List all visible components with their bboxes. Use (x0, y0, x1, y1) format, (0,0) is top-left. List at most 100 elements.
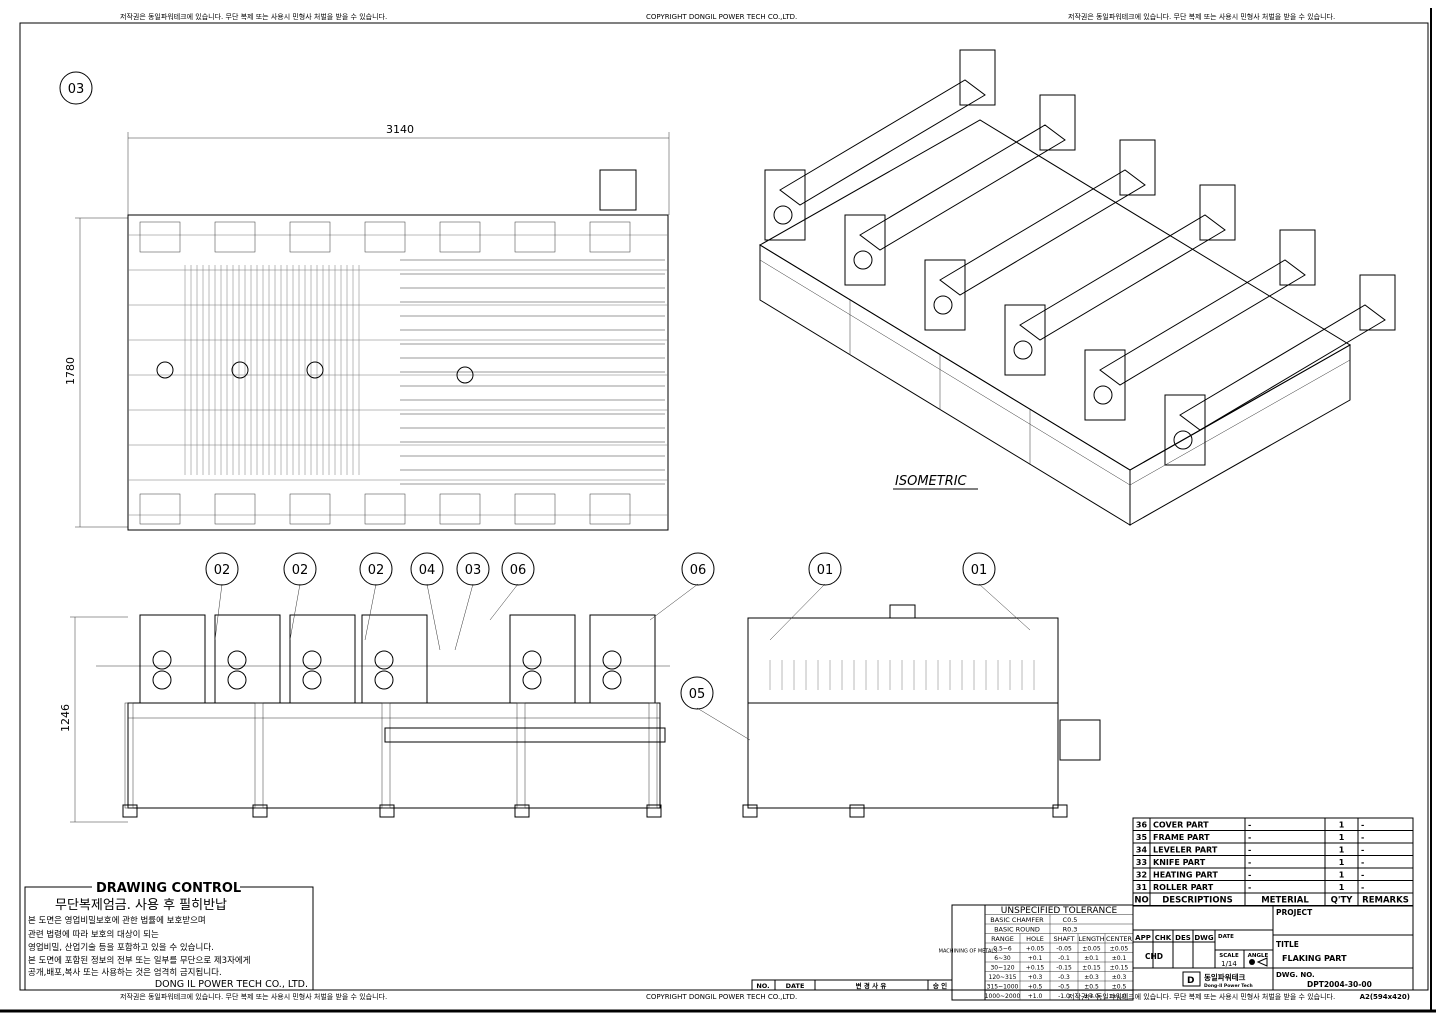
tolerance-cell: -0.05 (1056, 946, 1072, 953)
parts-cell: - (1248, 883, 1251, 892)
svg-text:1780: 1780 (64, 357, 77, 385)
tolerance-cell: -0.15 (1056, 965, 1072, 972)
parts-cell: 36 (1136, 821, 1148, 830)
svg-text:SCALE: SCALE (1219, 953, 1239, 959)
parts-cell: - (1248, 858, 1251, 867)
tolerance-header: LENGTH (1078, 935, 1104, 943)
svg-text:BASIC ROUND: BASIC ROUND (994, 926, 1040, 934)
tolerance-cell: -0.5 (1058, 984, 1070, 991)
tolerance-cell: +0.5 (1028, 984, 1043, 991)
tolerance-cell: +0.05 (1026, 946, 1045, 953)
tolerance-cell: ±0.1 (1084, 955, 1099, 962)
tolerance-cell: +0.15 (1026, 965, 1045, 972)
svg-text:ISOMETRIC: ISOMETRIC (895, 474, 968, 489)
parts-cell: 35 (1136, 833, 1148, 842)
copyright-notice-left: 저작권은 동일파워테크에 있습니다. 무단 복제 또는 사용시 민형사 처벌을 … (120, 12, 387, 21)
svg-text:DWG. NO.: DWG. NO. (1276, 971, 1315, 979)
parts-cell: 1 (1339, 833, 1345, 842)
callout-number: 03 (465, 563, 482, 578)
svg-text:DWG: DWG (1194, 934, 1214, 942)
callout-number: 05 (689, 687, 706, 702)
footer-copyright-center: COPYRIGHT DONGIL POWER TECH CO.,LTD. (646, 993, 797, 1001)
footer-notice-right: 저작권은 동일파워테크에 있습니다. 무단 복제 또는 사용시 민형사 처벌을 … (1068, 992, 1335, 1001)
parts-cell: 1 (1339, 883, 1345, 892)
parts-header: DESCRIPTIONS (1162, 896, 1233, 906)
parts-cell: - (1361, 883, 1364, 892)
svg-text:무단복제엄금. 사용 후 필히반납: 무단복제엄금. 사용 후 필히반납 (55, 898, 227, 913)
tolerance-cell: +0.3 (1028, 974, 1043, 981)
drawing-control-box: DRAWING CONTROL 무단복제엄금. 사용 후 필히반납 본 도면은 … (24, 881, 314, 991)
tolerance-cell: -0.1 (1058, 955, 1070, 962)
control-line: 본 도면은 영업비밀보호에 관한 법률에 보호받으며 (28, 915, 206, 926)
revision-table: NO. DATE 변 경 사 유 승 인 (751, 979, 953, 991)
svg-text:1246: 1246 (59, 704, 72, 732)
tolerance-cell: -1.0 (1058, 993, 1070, 1000)
drawing-title: FLAKING PART (1282, 954, 1347, 963)
dimension-width: 3140 (127, 123, 670, 215)
tolerance-title: UNSPECIFIED TOLERANCE (1001, 906, 1118, 916)
dimension-depth: 1780 (64, 217, 128, 528)
parts-cell: LEVELER PART (1153, 846, 1218, 855)
callout-balloon: 02 (205, 552, 239, 641)
parts-header: REMARKS (1362, 896, 1409, 906)
scale-value: 1/14 (1221, 960, 1237, 968)
callout-number: 06 (510, 563, 527, 578)
callout-balloon: 02 (359, 552, 393, 641)
tolerance-cell: ±0.1 (1112, 955, 1127, 962)
parts-cell: 1 (1339, 846, 1345, 855)
tolerance-cell: 1000~2000 (985, 993, 1021, 1000)
callout-balloon: 04 (410, 552, 444, 651)
callout-number: 02 (368, 563, 385, 578)
view-balloon: 03 (59, 71, 93, 105)
svg-text:03: 03 (68, 82, 85, 97)
callout-number: 01 (971, 563, 988, 578)
svg-text:Dong-Il Power Tech: Dong-Il Power Tech (1204, 983, 1253, 989)
company-logo: D 동일파워테크 Dong-Il Power Tech (1182, 971, 1253, 989)
tolerance-header: RANGE (991, 935, 1014, 943)
isometric-label: ISOMETRIC (893, 474, 978, 490)
svg-text:DONG IL POWER TECH CO., LTD.: DONG IL POWER TECH CO., LTD. (155, 979, 308, 990)
copyright-center: COPYRIGHT DONGIL POWER TECH CO.,LTD. (646, 13, 797, 21)
parts-cell: - (1361, 821, 1364, 830)
tolerance-cell: ±0.15 (1082, 965, 1101, 972)
tolerance-cell: 315~1000 (987, 984, 1019, 991)
parts-cell: COVER PART (1153, 821, 1209, 830)
sheet-border (19, 22, 1429, 991)
svg-text:NO.: NO. (756, 982, 769, 990)
tolerance-cell: ±0.5 (1084, 984, 1099, 991)
callout-balloon: 06 (489, 552, 535, 621)
tolerance-cell: ±0.5 (1112, 984, 1127, 991)
svg-text:동일파워테크: 동일파워테크 (1204, 972, 1245, 982)
callout-balloon: 02 (283, 552, 317, 641)
tolerance-cell: ±0.3 (1112, 974, 1127, 981)
parts-cell: - (1248, 833, 1251, 842)
project-label: PROJECT (1276, 908, 1313, 917)
title-block: PROJECT APP CHK DES DWG DATE CHD SCALE 1… (1132, 905, 1414, 1001)
control-line: 관련 법령에 따라 보호의 대상이 되는 (28, 929, 159, 940)
parts-cell: 1 (1339, 871, 1345, 880)
callout-balloon: 01 (769, 552, 842, 641)
svg-text:DES: DES (1175, 934, 1191, 942)
svg-text:BASIC CHAMFER: BASIC CHAMFER (990, 916, 1044, 924)
tolerance-cell: 30~120 (990, 965, 1014, 972)
parts-cell: - (1361, 833, 1364, 842)
tolerance-cell: ±0.05 (1110, 946, 1129, 953)
parts-cell: - (1248, 821, 1251, 830)
control-line: 영업비밀, 산업기술 등을 포함하고 있을 수 있습니다. (28, 942, 214, 953)
parts-cell: - (1361, 858, 1364, 867)
tolerance-header: SHAFT (1053, 935, 1074, 943)
parts-cell: - (1248, 871, 1251, 880)
drawing-number: DPT2004-30-00 (1307, 980, 1372, 989)
svg-text:ANGLE: ANGLE (1248, 953, 1269, 959)
parts-cell: FRAME PART (1153, 833, 1210, 842)
svg-text:3140: 3140 (386, 123, 414, 136)
callout-number: 06 (690, 563, 707, 578)
side-view (742, 604, 1101, 818)
svg-text:C0.5: C0.5 (1063, 916, 1078, 924)
parts-cell: - (1361, 846, 1364, 855)
copyright-notice-right: 저작권은 동일파워테크에 있습니다. 무단 복제 또는 사용시 민형사 처벌을 … (1068, 12, 1335, 21)
parts-cell: 33 (1136, 858, 1147, 867)
svg-text:CHK: CHK (1155, 934, 1172, 942)
